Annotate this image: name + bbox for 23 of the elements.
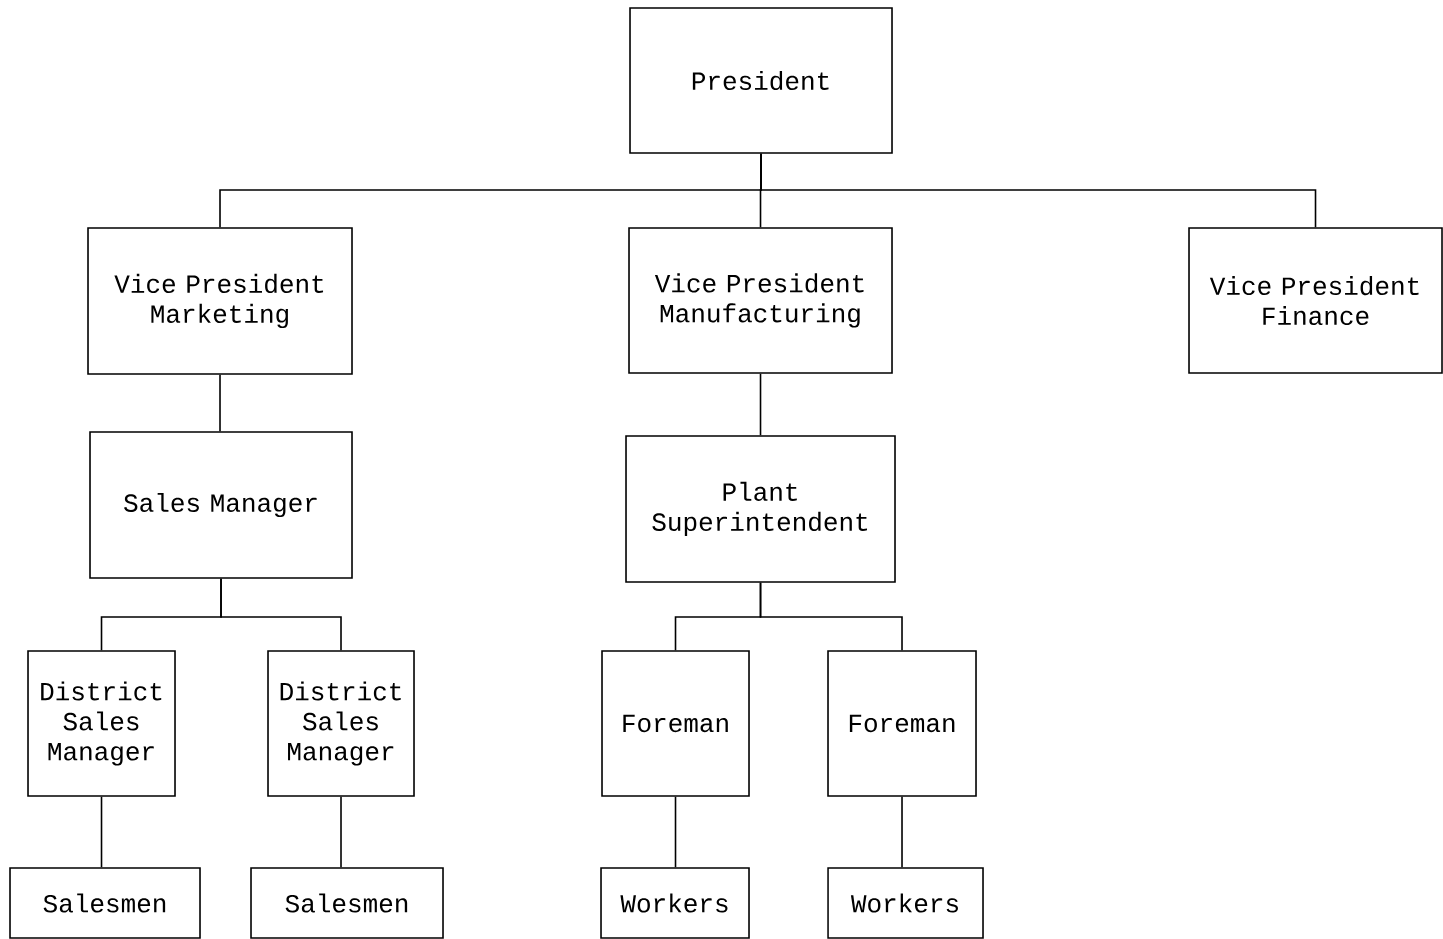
- org-box: Workers: [827, 867, 984, 939]
- org-box: Plant Superintendent: [625, 435, 896, 583]
- org-box: Salesmen: [9, 867, 201, 939]
- connector-line: [760, 153, 1317, 228]
- org-box: Salesmen: [250, 867, 444, 939]
- connector-line: [759, 582, 903, 651]
- org-box: Vice President Finance: [1188, 227, 1443, 374]
- connector-line: [219, 374, 221, 432]
- org-box: Foreman: [827, 650, 977, 797]
- connector-line: [340, 796, 342, 868]
- connector-line: [220, 578, 342, 651]
- org-box: Vice President Manufacturing: [628, 227, 893, 374]
- org-box: President: [629, 7, 893, 154]
- connector-line: [759, 373, 762, 436]
- org-box: Sales Manager: [89, 431, 353, 579]
- org-box: Foreman: [601, 650, 750, 797]
- connector-line: [674, 796, 677, 868]
- connector-line: [901, 796, 903, 868]
- org-box: Vice President Marketing: [87, 227, 353, 375]
- connector-line: [100, 796, 103, 868]
- org-box: District Sales Manager: [27, 650, 176, 797]
- org-box: Workers: [600, 867, 750, 939]
- org-box: District Sales Manager: [267, 650, 415, 797]
